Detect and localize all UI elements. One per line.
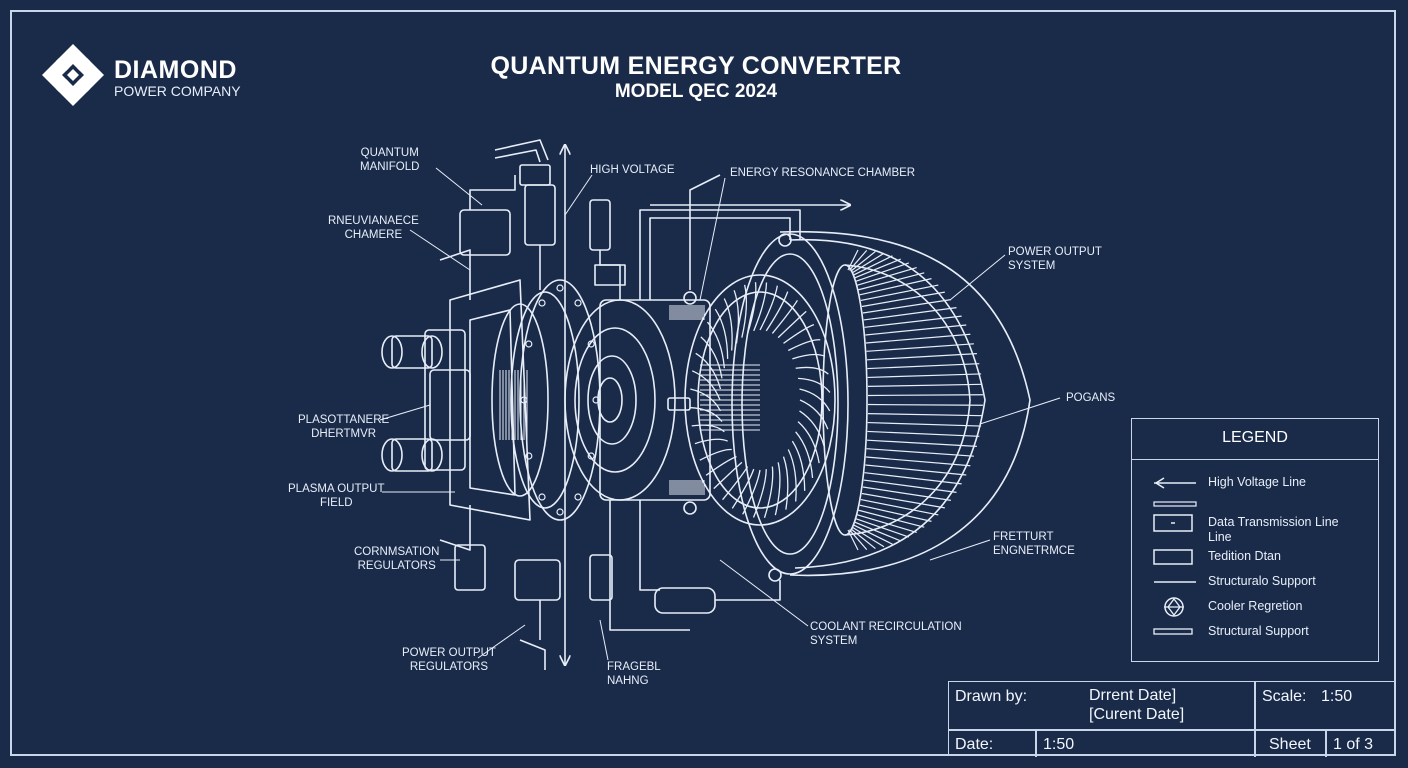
flange-rings: [491, 279, 601, 521]
manifold-assembly: [424, 249, 531, 551]
drawing-border: [10, 10, 1396, 756]
legend-box: LEGEND High Voltage Line Data Transmissi…: [1131, 418, 1379, 662]
arrow-line-icon: [1154, 477, 1196, 489]
scale-value: 1:50: [1321, 688, 1353, 705]
date-label: Date:: [955, 736, 994, 753]
callout-quantum-manifold: QUANTUM MANIFOLD: [360, 147, 420, 173]
bottom-valves: [454, 500, 782, 670]
core-cylinder: [564, 299, 760, 501]
date-value: 1:50: [1043, 736, 1075, 753]
callout-power-output-system: POWER OUTPUT SYSTEM: [1008, 246, 1102, 272]
callout-coolant-recirculation: COOLANT RECIRCULATION SYSTEM: [810, 621, 962, 647]
company-name: DIAMOND: [114, 56, 237, 84]
callout-energy-resonance-chamber: ENERGY RESONANCE CHAMBER: [730, 167, 916, 179]
legend-item-cooler-regretion: Cooler Regretion: [1132, 595, 1378, 619]
legend-item-structural-support: Structural Support: [1132, 620, 1378, 644]
drawing-model: MODEL QEC 2024: [614, 81, 778, 102]
box-icon: [1153, 549, 1193, 565]
leader-lines: [379, 167, 1061, 661]
company-subtitle: POWER COMPANY: [114, 83, 241, 99]
turbine-blades: [847, 249, 983, 551]
legend-item-high-voltage: High Voltage Line: [1132, 471, 1378, 495]
legend-item-separator-line: [1132, 493, 1378, 517]
drawing-title: QUANTUM ENERGY CONVERTER: [490, 52, 902, 80]
title-block: Drawn by: Drrent Date] [Curent Date] Sca…: [948, 681, 1396, 757]
box-dot-icon: [1153, 514, 1193, 532]
drawn-by-value: Drrent Date] [Curent Date]: [1089, 687, 1185, 723]
legend-item-tedition-dtan: Tedition Dtan: [1132, 545, 1378, 569]
legend-item-structuralo-support: Structuralo Support: [1132, 570, 1378, 594]
legend-divider: [1132, 459, 1378, 460]
sheet-value: 1 of 3: [1333, 736, 1374, 753]
diamond-circle-icon: [1164, 597, 1184, 617]
turbine-housing: [731, 230, 1031, 577]
left-cylinders: [381, 335, 471, 472]
sheet-label: Sheet: [1269, 736, 1311, 753]
bar-icon: [1153, 628, 1193, 635]
scale-label: Scale:: [1262, 688, 1307, 705]
fan-rotor: [684, 274, 836, 526]
legend-title: LEGEND: [1222, 429, 1288, 446]
drawn-by-label: Drawn by:: [955, 688, 1028, 705]
diamond-logo-icon: [42, 44, 104, 106]
callout-fragebl-nahng: FRAGEBL NAHNG: [607, 661, 661, 687]
callout-plasma-output-field: PLASMA OUTPUT FIELD: [288, 483, 385, 509]
callout-fretturt: FRETTURT ENGNETRMCE: [993, 531, 1075, 557]
callout-plasottanere: PLASOTTANERE DHERTMVR: [298, 414, 390, 440]
top-valves: [459, 139, 850, 305]
thin-bar-icon: [1153, 501, 1197, 507]
callout-rneuvianaece-chamere: RNEUVIANAECE CHAMERE: [328, 215, 419, 241]
callout-power-output-regulators: POWER OUTPUT REGULATORS: [402, 647, 496, 673]
callout-pogans: POGANS: [1066, 392, 1116, 404]
callout-compensation-regulators: CORNMSATION REGULATORS: [354, 546, 440, 572]
legend-item-data-transmission: Data Transmission Line Line: [1132, 511, 1378, 547]
callout-high-voltage: HIGH VOLTAGE: [590, 164, 675, 176]
company-logo: DIAMOND POWER COMPANY: [40, 42, 260, 112]
line-icon: [1154, 581, 1196, 583]
